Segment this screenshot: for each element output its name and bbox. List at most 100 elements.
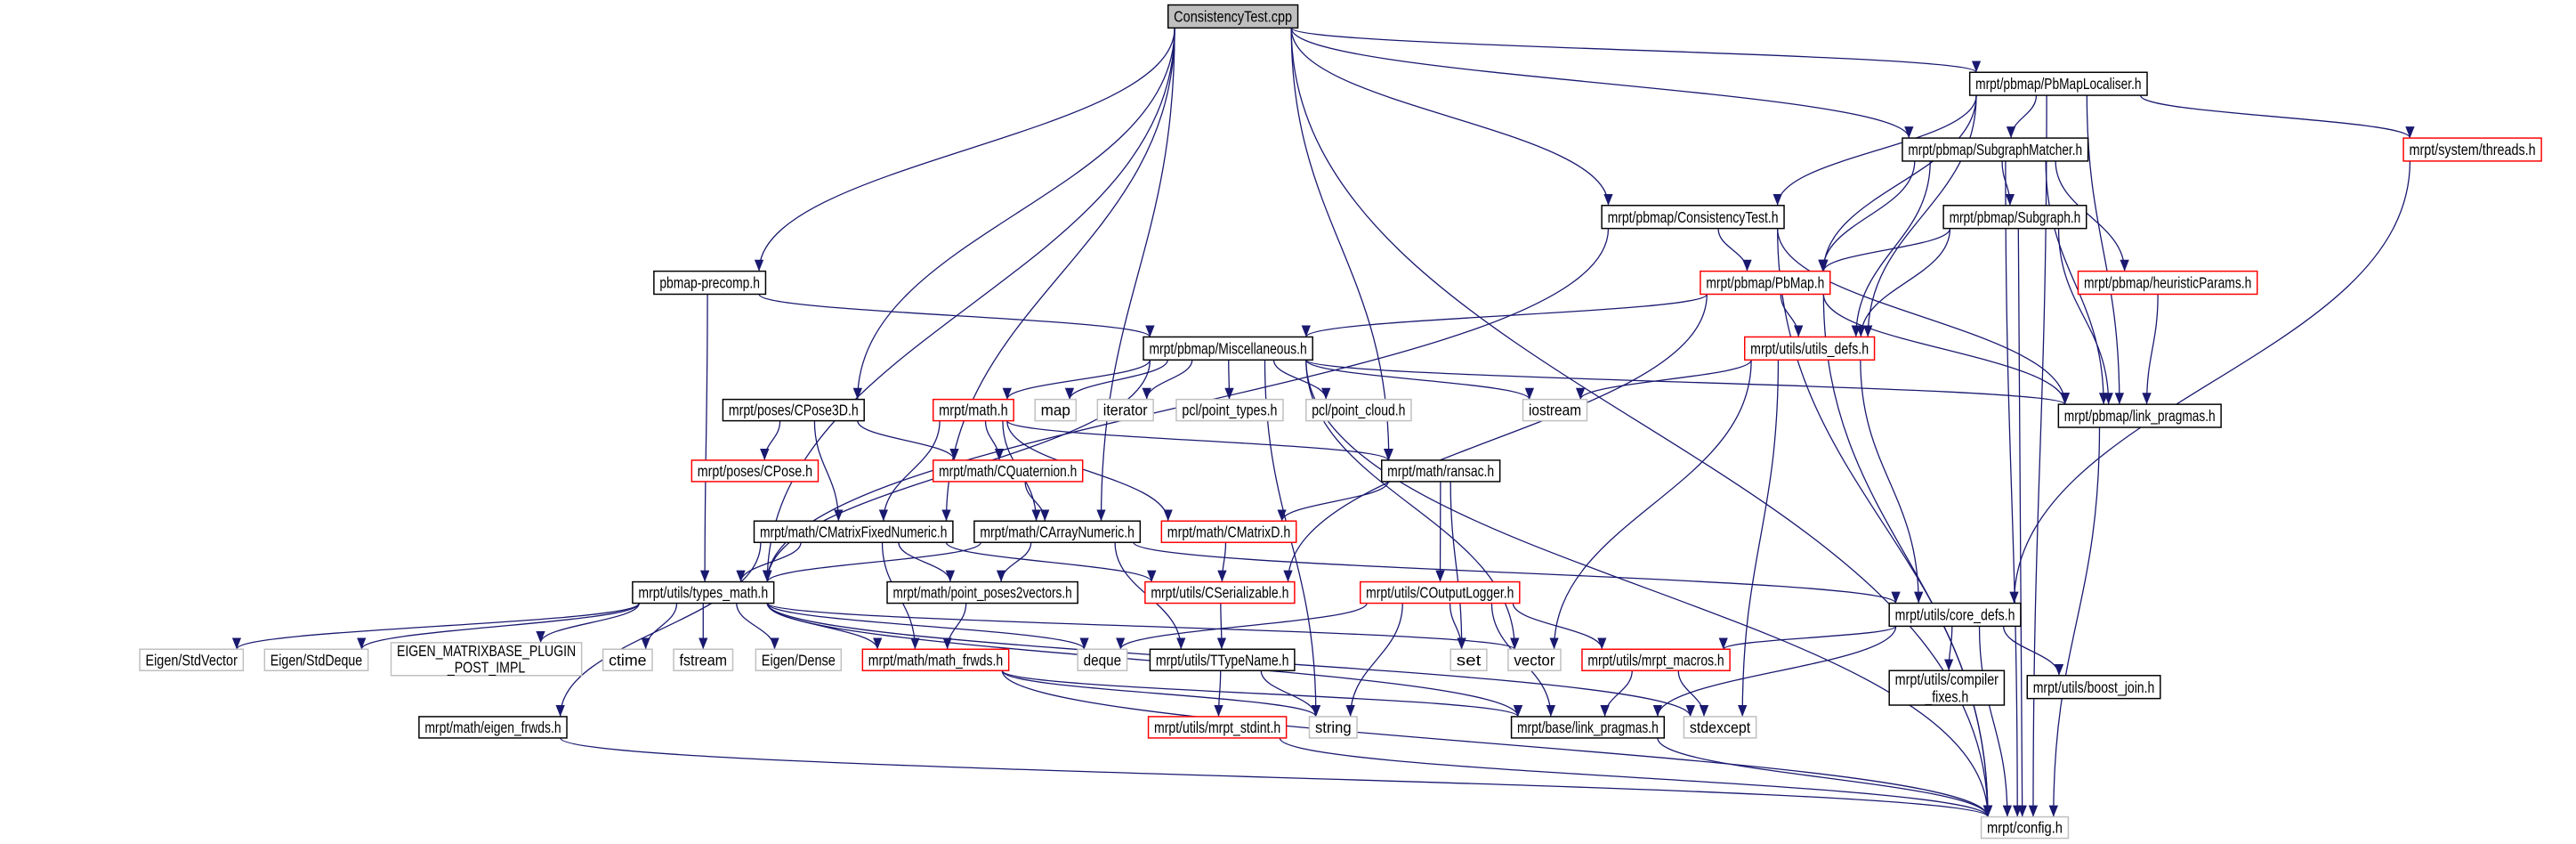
node-matcher[interactable]: mrpt/pbmap/SubgraphMatcher.h <box>1902 137 2089 162</box>
node-boostjoin[interactable]: mrpt/utils/boost_join.h <box>2026 675 2161 700</box>
node-ptypes[interactable]: pcl/point_types.h <box>1175 398 1284 422</box>
edge-cser-to-ttype <box>1216 603 1227 650</box>
edge-ransac-to-cmd <box>1277 481 1389 522</box>
edge-subgraph-to-pbmap <box>1819 228 1951 272</box>
node-box <box>932 398 1014 422</box>
node-typesmath[interactable]: mrpt/utils/types_math.h <box>632 580 775 605</box>
node-iostream[interactable]: iostream <box>1522 398 1588 422</box>
node-label: string <box>1315 718 1352 736</box>
edge-clog-to-deque <box>1116 603 1368 650</box>
node-dense[interactable]: Eigen/Dense <box>755 648 843 671</box>
node-box <box>861 648 1010 671</box>
node-stdvector[interactable]: Eigen/StdVector <box>139 648 245 671</box>
edge-typesmath-to-dense <box>736 603 779 650</box>
edge-mathh-to-cmd <box>1006 420 1173 522</box>
edge-localiser-to-udefs <box>1863 95 1977 337</box>
node-ransac[interactable]: mrpt/math/ransac.h <box>1380 459 1501 483</box>
node-label: pbmap-precomp.h <box>659 274 760 292</box>
node-cpose3d[interactable]: mrpt/poses/CPose3D.h <box>722 398 865 422</box>
edge-pbmap-to-config <box>1822 294 1993 817</box>
node-quat[interactable]: mrpt/math/CQuaternion.h <box>932 459 1084 483</box>
node-mathfrwds[interactable]: mrpt/math/math_frwds.h <box>861 648 1010 671</box>
edge-clog-to-set <box>1449 603 1466 650</box>
node-ctest[interactable]: mrpt/pbmap/ConsistencyTest.h <box>1601 205 1785 230</box>
edge-pbmap-to-misc <box>1301 293 1708 338</box>
node-string[interactable]: string <box>1308 716 1358 739</box>
edge-macros-to-blink <box>1600 670 1633 717</box>
node-box <box>973 520 1142 543</box>
node-clog[interactable]: mrpt/utils/COutputLogger.h <box>1359 580 1521 605</box>
node-compfix[interactable]: mrpt/utils/compiler_fixes.h <box>1888 670 2006 706</box>
node-box <box>1305 398 1412 422</box>
node-cpose[interactable]: mrpt/poses/CPose.h <box>690 459 820 483</box>
node-cmfn[interactable]: mrpt/math/CMatrixFixedNumeric.h <box>753 520 954 543</box>
node-mathh[interactable]: mrpt/math.h <box>932 398 1014 422</box>
node-vector[interactable]: vector <box>1507 648 1562 671</box>
node-subgraph[interactable]: mrpt/pbmap/Subgraph.h <box>1942 205 2087 230</box>
node-config[interactable]: mrpt/config.h <box>1980 816 2070 840</box>
node-label: _POST_IMPL <box>447 659 525 678</box>
node-box <box>1942 205 2087 230</box>
edge-mathh-to-ransac <box>1006 420 1393 461</box>
edge-blink-to-config <box>1657 737 1993 817</box>
edge-subgraph-to-udefs <box>1856 228 1951 337</box>
node-box <box>1160 520 1297 543</box>
node-eigenfrwds[interactable]: mrpt/math/eigen_frwds.h <box>418 716 568 739</box>
edge-plink-to-config <box>2048 426 2101 817</box>
node-pcloud[interactable]: pcl/point_cloud.h <box>1305 398 1412 422</box>
node-can[interactable]: mrpt/math/CArrayNumeric.h <box>973 520 1142 543</box>
node-label: EIGEN_MATRIXBASE_PLUGIN <box>397 642 576 661</box>
node-ctime[interactable]: ctime <box>602 648 653 671</box>
node-box <box>1359 580 1521 605</box>
node-label: mrpt/pbmap/PbMap.h <box>1706 274 1824 292</box>
node-pp2v[interactable]: mrpt/math/point_poses2vectors.h <box>886 580 1078 605</box>
nodes-layer: ConsistencyTest.cpp mrpt/pbmap/PbMapLocal… <box>139 4 2542 840</box>
node-box <box>2026 675 2161 700</box>
node-heur[interactable]: mrpt/pbmap/heuristicParams.h <box>2077 270 2258 296</box>
node-cser[interactable]: mrpt/utils/CSerializable.h <box>1144 580 1296 605</box>
edge-clog-to-macros <box>1512 603 1607 650</box>
node-deque[interactable]: deque <box>1077 648 1128 671</box>
node-stdint[interactable]: mrpt/utils/mrpt_stdint.h <box>1147 716 1288 739</box>
node-threads[interactable]: mrpt/system/threads.h <box>2402 137 2542 162</box>
node-set[interactable]: set <box>1450 648 1488 671</box>
node-box <box>1700 270 1831 296</box>
edge-cmfn-to-cser <box>945 541 1157 582</box>
node-cpp[interactable]: ConsistencyTest.cpp <box>1167 4 1299 29</box>
node-box <box>1096 398 1154 422</box>
edge-coredefs-to-macros <box>1718 625 1897 650</box>
node-localiser[interactable]: mrpt/pbmap/PbMapLocaliser.h <box>1968 71 2148 96</box>
node-label: mrpt/pbmap/PbMapLocaliser.h <box>1975 75 2141 93</box>
node-map[interactable]: map <box>1034 398 1078 422</box>
edge-ctest-to-plink <box>1777 228 2070 405</box>
node-box <box>1601 205 1785 230</box>
edge-udefs-to-vector <box>1549 360 1752 650</box>
edge-threads-to-coredefs <box>2009 160 2411 604</box>
node-stddeque[interactable]: Eigen/StdDeque <box>263 648 369 671</box>
node-iterator[interactable]: iterator <box>1096 398 1154 422</box>
node-cmd[interactable]: mrpt/math/CMatrixD.h <box>1160 520 1297 543</box>
node-box <box>1888 602 2022 628</box>
node-eigenplugin[interactable]: EIGEN_MATRIXBASE_PLUGIN_POST_IMPL <box>390 642 583 678</box>
edge-misc-to-iostream <box>1305 359 1534 400</box>
node-misc[interactable]: mrpt/pbmap/Miscellaneous.h <box>1143 336 1313 361</box>
node-label: mrpt/math/CArrayNumeric.h <box>980 523 1135 540</box>
node-udefs[interactable]: mrpt/utils/utils_defs.h <box>1743 336 1876 361</box>
node-box <box>418 716 568 739</box>
node-plink[interactable]: mrpt/pbmap/link_pragmas.h <box>2057 403 2222 428</box>
node-pbmap[interactable]: mrpt/pbmap/PbMap.h <box>1700 270 1831 296</box>
node-precomp[interactable]: pbmap-precomp.h <box>653 270 767 296</box>
edge-cpp-to-can <box>1096 28 1175 522</box>
edge-typesmath-to-eigenplugin <box>536 603 640 644</box>
edge-misc-to-map <box>1064 360 1168 400</box>
node-label: mrpt/utils/CSerializable.h <box>1151 584 1288 602</box>
node-coredefs[interactable]: mrpt/utils/core_defs.h <box>1888 602 2022 628</box>
node-label: stdexcept <box>1690 718 1750 736</box>
node-ttype[interactable]: mrpt/utils/TTypeName.h <box>1149 648 1296 671</box>
node-fstream[interactable]: fstream <box>673 648 734 671</box>
node-label: mrpt/math/eigen_frwds.h <box>424 718 561 737</box>
node-stdexcept[interactable]: stdexcept <box>1683 716 1757 739</box>
node-macros[interactable]: mrpt/utils/mrpt_macros.h <box>1581 648 1731 671</box>
node-blink[interactable]: mrpt/base/link_pragmas.h <box>1510 716 1666 739</box>
edge-localiser-to-pbmap <box>1819 95 1977 272</box>
